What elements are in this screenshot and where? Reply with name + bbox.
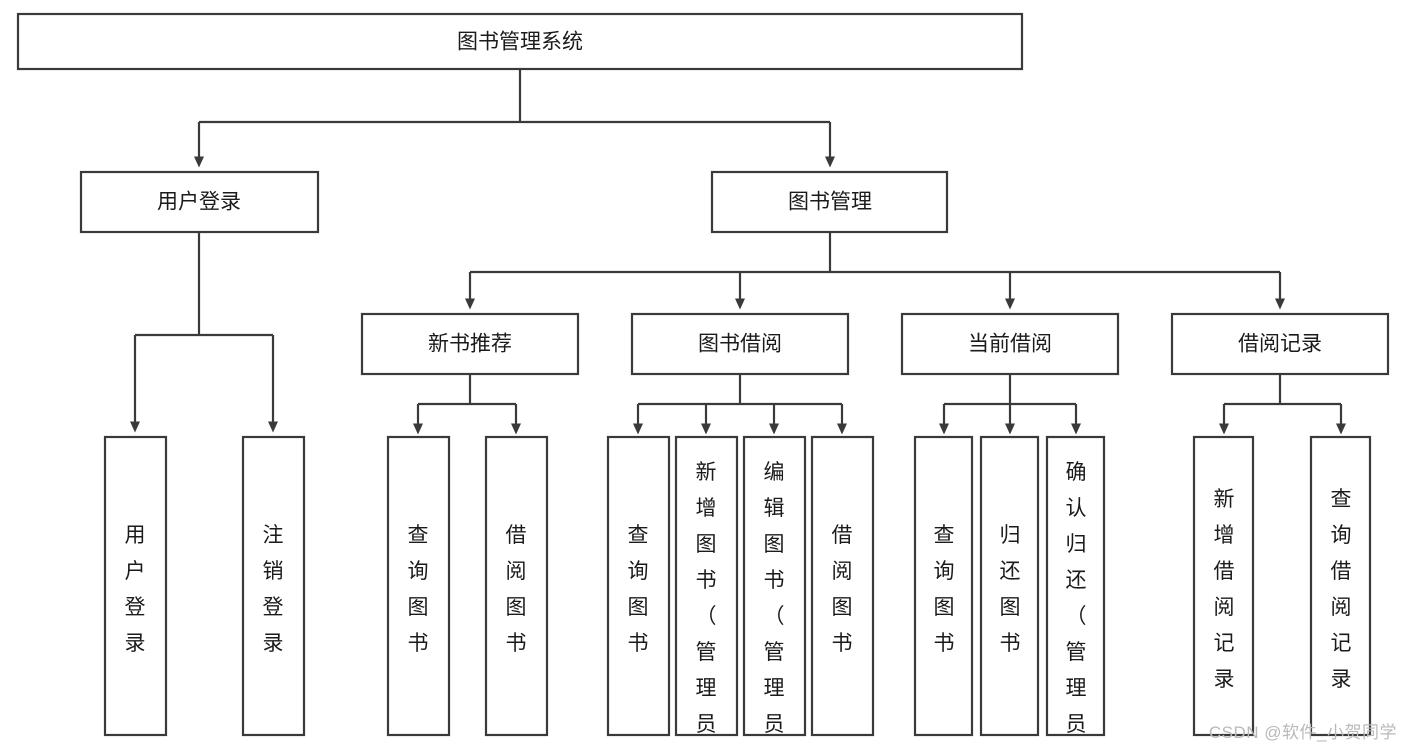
leaf-box (484, 435, 549, 737)
leaf-node-borrow-book[interactable]: 借阅图书 (810, 435, 875, 737)
leaf-box (606, 435, 671, 737)
leaf-label-vertical: 查询图书 (408, 524, 429, 655)
node-book-management[interactable]: 图书管理 (710, 170, 949, 234)
leaf-label-vertical: 借阅图书 (506, 524, 527, 655)
node-root-box (16, 12, 1024, 71)
leaf-node-user-login[interactable]: 用户登录 (103, 435, 168, 737)
leaf-label-vertical: 确认归还（管理员） (1066, 461, 1087, 747)
leaf-label-vertical: 借阅图书 (832, 524, 853, 655)
node-new-book-recommend-box (360, 312, 580, 376)
leaf-label-vertical: 查询图书 (934, 524, 955, 655)
leaf-node-query-book-current[interactable]: 查询图书 (913, 435, 974, 737)
node-borrow-records-label: 借阅记录 (1238, 333, 1322, 356)
leaf-box (742, 435, 807, 737)
connector-layer (130, 69, 1346, 435)
node-book-borrow[interactable]: 图书借阅 (630, 312, 850, 376)
leaf-node-query-borrow-record[interactable]: 查询借阅记录 (1309, 435, 1372, 737)
node-new-book-recommend-label: 新书推荐 (428, 333, 512, 356)
leaf-node-borrow-book-rec[interactable]: 借阅图书 (484, 435, 549, 737)
leaf-label-vertical: 新增借阅记录 (1214, 488, 1235, 691)
leaf-node-layer: 用户登录 注销登录 查询图书 借阅图书 查询图书 新增图书（管理员） (103, 435, 1372, 747)
leaf-box (979, 435, 1040, 737)
leaf-box (1309, 435, 1372, 737)
leaf-box (1045, 435, 1106, 737)
leaf-node-edit-book-admin[interactable]: 编辑图书（管理员） (742, 435, 807, 747)
csdn-watermark: CSDN @软件_小贺同学 (1208, 723, 1397, 742)
leaf-label-vertical: 查询借阅记录 (1331, 488, 1352, 691)
leaf-box (674, 435, 739, 737)
leaf-node-return-book[interactable]: 归还图书 (979, 435, 1040, 737)
node-borrow-records-box (1170, 312, 1390, 376)
leaf-node-logout[interactable]: 注销登录 (241, 435, 306, 737)
node-book-management-box (710, 170, 949, 234)
node-book-management-label: 图书管理 (788, 191, 872, 214)
leaf-label-vertical: 归还图书 (1000, 524, 1021, 655)
node-book-borrow-label: 图书借阅 (698, 333, 782, 356)
leaf-label-vertical: 查询图书 (628, 524, 649, 655)
leaf-box (1192, 435, 1255, 737)
leaf-node-add-borrow-record[interactable]: 新增借阅记录 (1192, 435, 1255, 737)
node-root-system[interactable]: 图书管理系统 (16, 12, 1024, 71)
node-current-borrow-label: 当前借阅 (968, 333, 1052, 356)
leaf-label-vertical: 注销登录 (263, 524, 284, 655)
leaf-node-confirm-return-admin[interactable]: 确认归还（管理员） (1045, 435, 1106, 747)
leaf-node-add-book-admin[interactable]: 新增图书（管理员） (674, 435, 739, 747)
leaf-node-query-book-rec[interactable]: 查询图书 (386, 435, 451, 737)
leaf-box (913, 435, 974, 737)
leaf-label-vertical: 新增图书（管理员） (696, 461, 717, 747)
node-new-book-recommend[interactable]: 新书推荐 (360, 312, 580, 376)
leaf-box (103, 435, 168, 737)
node-user-login-label: 用户登录 (157, 191, 241, 214)
node-user-login[interactable]: 用户登录 (79, 170, 320, 234)
node-user-login-box (79, 170, 320, 234)
node-borrow-records[interactable]: 借阅记录 (1170, 312, 1390, 376)
node-book-borrow-box (630, 312, 850, 376)
leaf-box (241, 435, 306, 737)
node-current-borrow[interactable]: 当前借阅 (900, 312, 1120, 376)
leaf-box (386, 435, 451, 737)
leaf-node-query-book-borrow[interactable]: 查询图书 (606, 435, 671, 737)
node-root-label: 图书管理系统 (457, 31, 583, 54)
node-current-borrow-box (900, 312, 1120, 376)
leaf-box (810, 435, 875, 737)
leaf-label-vertical: 用户登录 (125, 524, 146, 655)
leaf-label-vertical: 编辑图书（管理员） (764, 461, 785, 747)
